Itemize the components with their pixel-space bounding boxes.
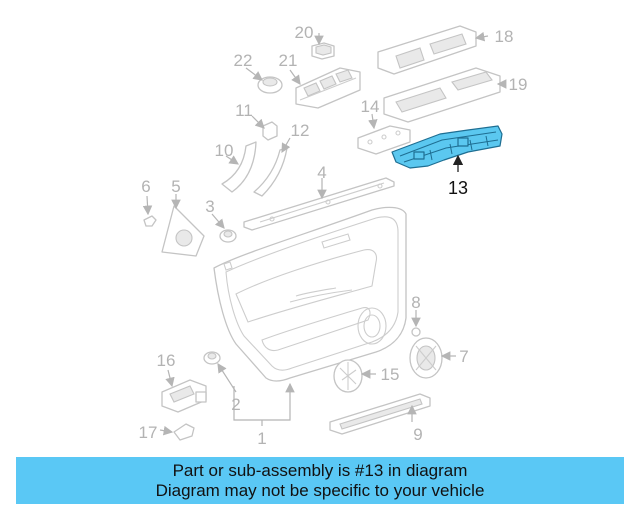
callout-6: 6 [141,177,150,196]
part-7-speaker [409,337,443,379]
callout-3: 3 [205,197,214,216]
part-11-clip [262,121,278,141]
part-8-clip [411,327,421,337]
part-14-switch-plate [357,125,411,155]
part-2-knob [203,351,221,365]
part-17-bulb [173,423,195,441]
part-15-grille [333,359,363,393]
part-3-clip [219,229,237,243]
callout-4: 4 [317,163,326,182]
part-21-window-switch [295,67,361,109]
part-19-armrest-panel [383,67,501,123]
part-22-knob [257,76,283,94]
part-5-mirror-cover [161,205,205,257]
part-10-trim [221,141,257,193]
door-trim-panel [213,206,407,382]
part-16-switch [161,379,207,413]
callout-12: 12 [291,121,310,140]
callout-17: 17 [139,423,158,442]
callout-13: 13 [448,178,468,198]
callout-1: 1 [257,429,266,448]
parts-diagram: 20 21 22 18 19 11 14 10 12 13 4 6 5 3 8 … [139,23,528,448]
banner-line-2: Diagram may not be specific to your vehi… [155,480,485,500]
part-12-trim [253,147,288,197]
leader-lines [142,31,507,436]
callout-5: 5 [171,177,180,196]
part-18-bezel [377,25,477,75]
part-9-strip [329,393,431,435]
part-4-strip [243,177,395,231]
callout-21: 21 [279,51,298,70]
callout-19: 19 [509,75,528,94]
part-13-bracket [391,125,503,169]
callout-labels: 20 21 22 18 19 11 14 10 12 13 4 6 5 3 8 … [139,23,528,448]
callout-15: 15 [381,365,400,384]
callout-8: 8 [411,293,420,312]
info-banner: Part or sub-assembly is #13 in diagram D… [16,457,624,504]
callout-16: 16 [157,351,176,370]
callout-22: 22 [234,51,253,70]
callout-2: 2 [231,395,240,414]
part-6-screw [143,215,157,227]
callout-9: 9 [413,425,422,444]
callout-7: 7 [459,347,468,366]
callout-11: 11 [235,101,253,120]
callout-18: 18 [495,27,514,46]
part-20-switch [311,42,335,60]
callout-14: 14 [361,97,380,116]
callout-20: 20 [295,23,314,42]
banner-line-1: Part or sub-assembly is #13 in diagram [172,460,468,480]
callout-10: 10 [215,141,234,160]
